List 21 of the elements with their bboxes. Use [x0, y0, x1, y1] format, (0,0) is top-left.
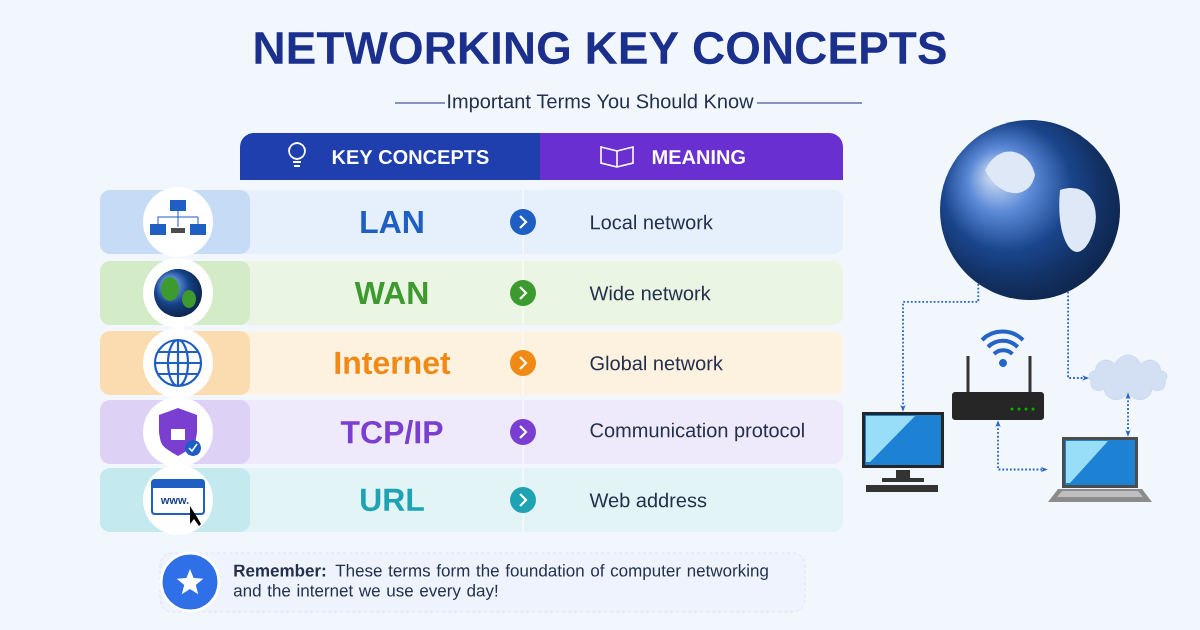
- header-cell: KEY CONCEPTS: [240, 133, 540, 180]
- router-picture: [952, 354, 1044, 420]
- term: LAN: [361, 211, 423, 233]
- term: WAN: [354, 282, 428, 304]
- desktop-picture: [862, 412, 944, 492]
- laptop-picture: [1048, 437, 1152, 502]
- header-cell: MEANING: [540, 133, 843, 180]
- term: TCP/IP: [340, 420, 443, 444]
- definition: Global network: [590, 355, 723, 371]
- subtitle: Important Terms You Should Know: [448, 93, 754, 113]
- definition: Wide network: [589, 285, 711, 301]
- definition: Web address: [589, 492, 707, 508]
- title: NETWORKING KEY CONCEPTS: [255, 31, 946, 65]
- term: Internet: [335, 351, 451, 375]
- cloud-picture: [1088, 354, 1168, 400]
- definition: Communication protocol: [590, 422, 804, 442]
- definition: Local network: [591, 214, 713, 230]
- globe-picture: [985, 151, 1096, 252]
- note-box: Remember: These terms form the foundation of computer networking and the internet we use every day!: [159, 552, 806, 613]
- url-text: www.: [160, 498, 189, 504]
- term: URL: [361, 488, 424, 512]
